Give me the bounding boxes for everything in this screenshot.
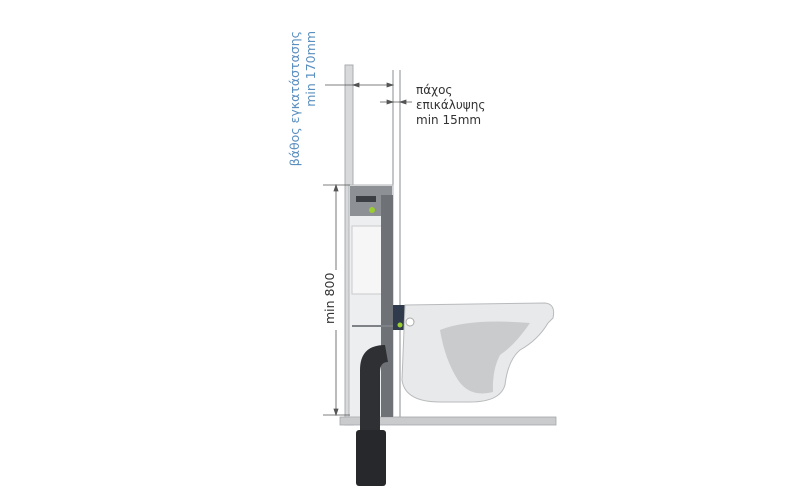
install-depth-text: βάθος εγκατάστασης [287, 31, 302, 167]
cistern-body [351, 225, 383, 295]
water-inlet [405, 317, 415, 327]
flush-mechanism [356, 196, 376, 202]
height-min-label: min 800 [322, 272, 337, 324]
drain-pipe [360, 345, 388, 430]
flush-valve [369, 207, 375, 213]
floor [339, 416, 557, 426]
green-fitting [397, 322, 403, 328]
drain-pipe-socket [356, 430, 386, 486]
cover-thickness-label: πάχος επικάλυψης min 15mm [416, 83, 485, 128]
cover-thickness-line2: επικάλυψης [416, 98, 486, 112]
bowl-inner [440, 321, 530, 394]
cover-thickness-line1: πάχος [416, 83, 453, 97]
height-dimension [323, 183, 350, 417]
install-depth-min: min 170mm [303, 31, 318, 107]
frame-rail [381, 195, 393, 417]
install-depth-label: βάθος εγκατάστασης min 170mm [287, 31, 319, 196]
cover-thickness-min: min 15mm [416, 113, 482, 127]
depth-dimension [325, 82, 412, 105]
